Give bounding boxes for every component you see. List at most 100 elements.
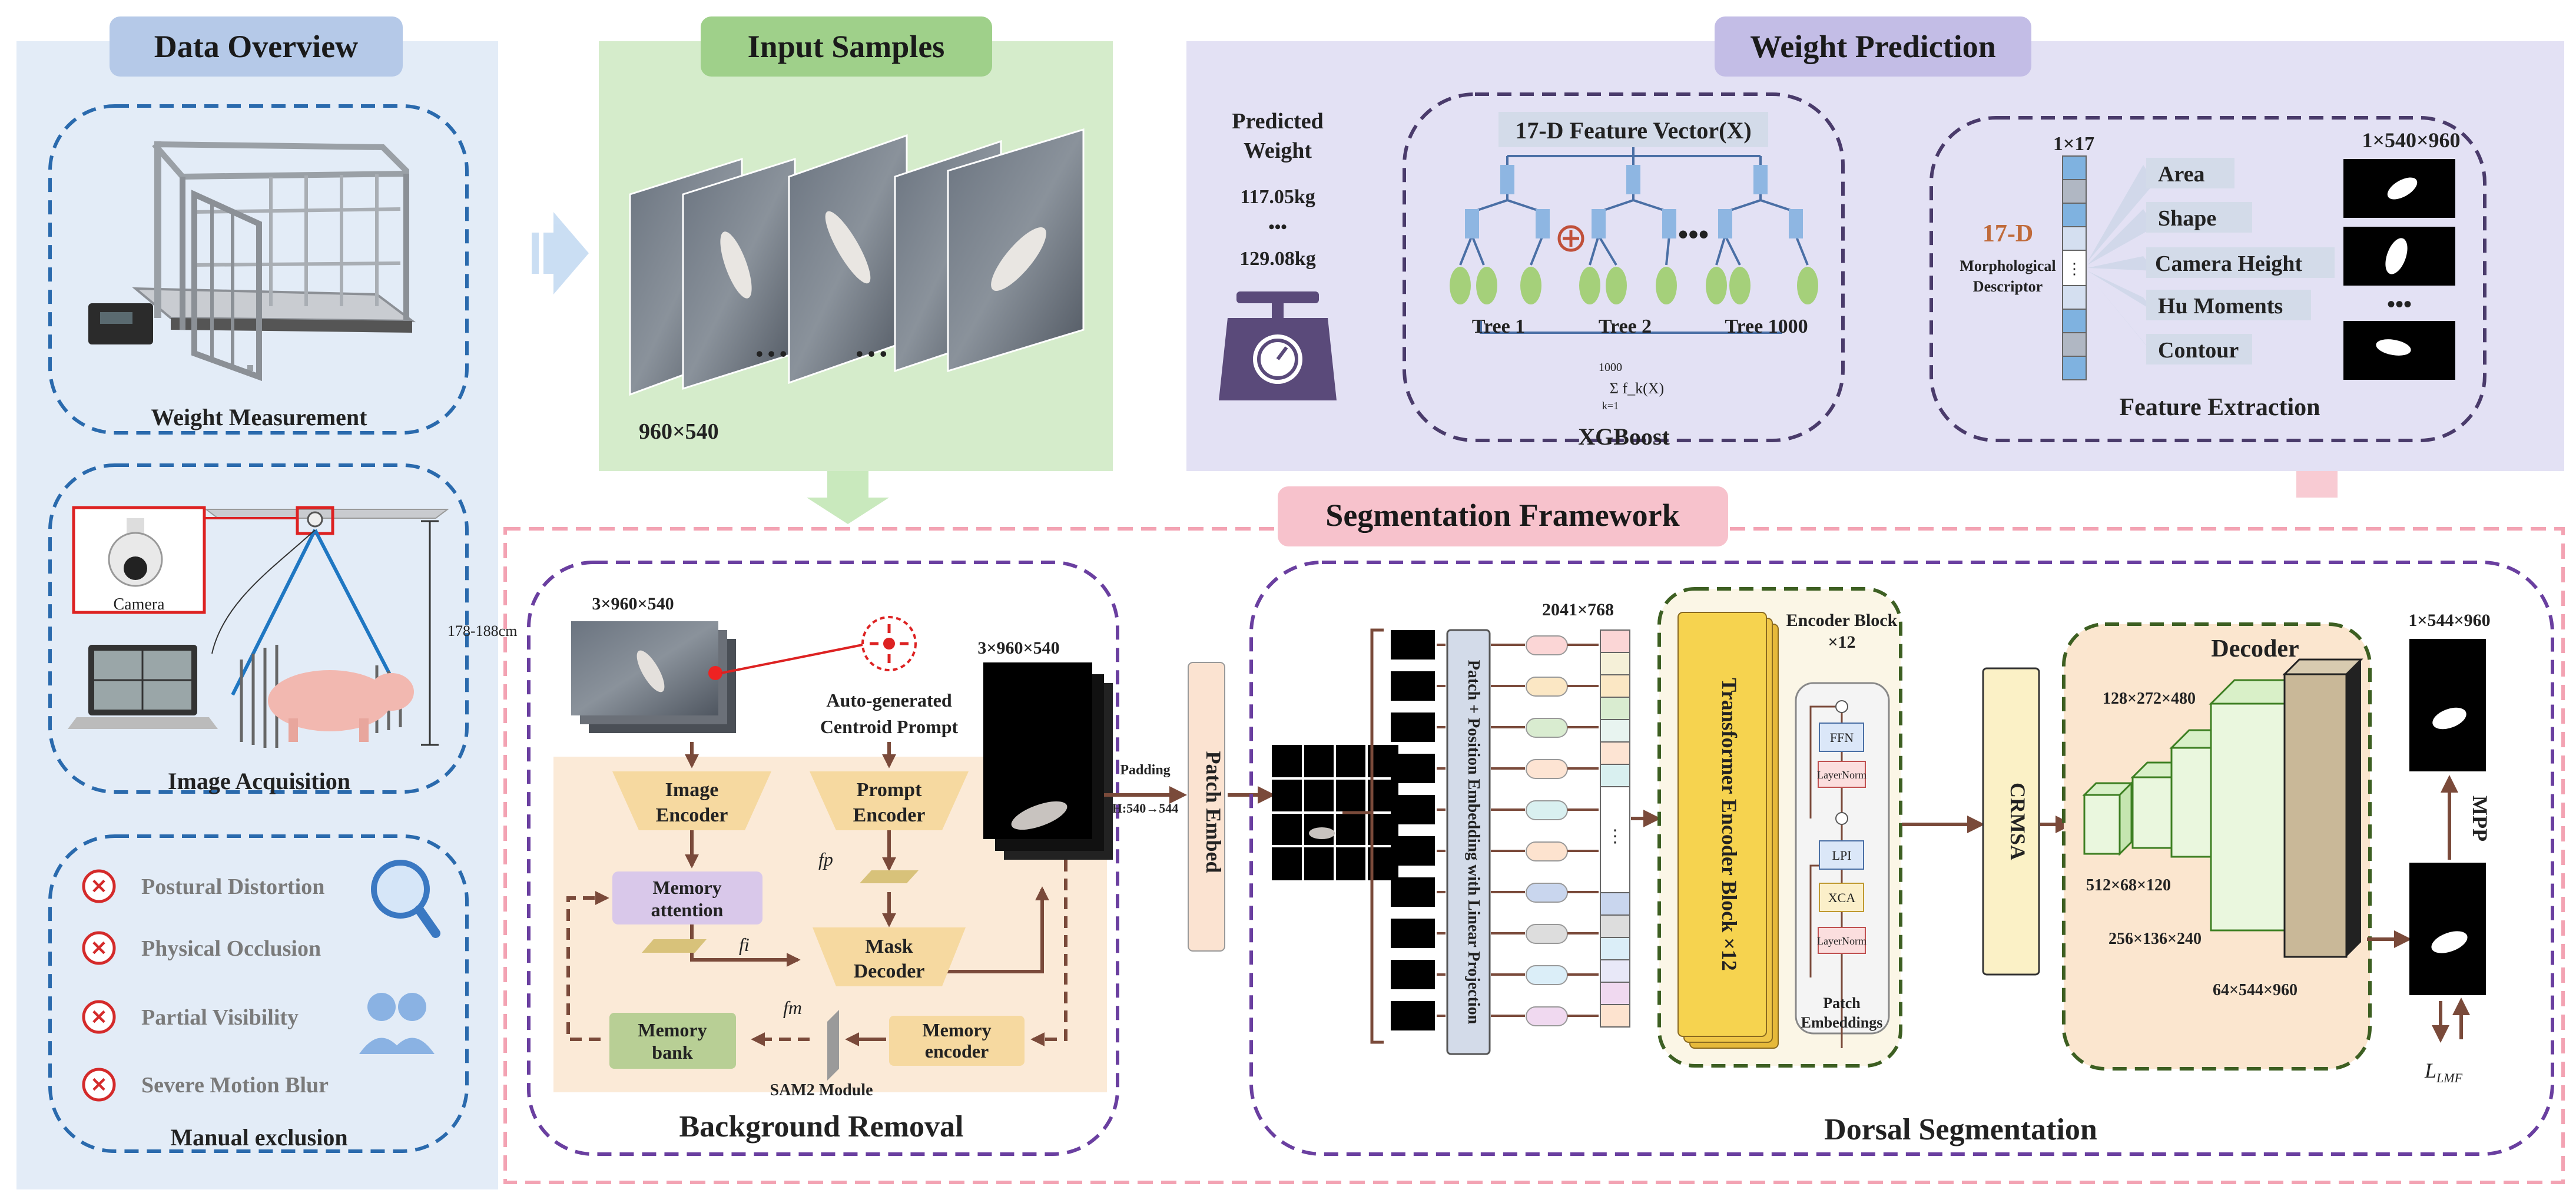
- fp-label: fp: [818, 849, 833, 870]
- svg-text:Patch + Position Embedding wit: Patch + Position Embedding with Linear P…: [1464, 660, 1483, 1025]
- memory-attention-block: Memory attention: [612, 871, 762, 924]
- plus-circle-icon: [1557, 225, 1584, 252]
- svg-text:Memory: Memory: [652, 877, 721, 898]
- svg-text:Patch: Patch: [1823, 995, 1861, 1012]
- exclusion-list: ✕ Postural Distortion ✕ Physical Occlusi…: [82, 869, 329, 1102]
- encoder-block-line1: Encoder Block: [1786, 611, 1898, 630]
- ellipsis-2: …: [854, 325, 889, 364]
- exclusion-item: ✕ Postural Distortion: [82, 869, 324, 903]
- output-mask-stack: [983, 662, 1113, 860]
- input-samples-title: Input Samples: [748, 29, 945, 64]
- crosshair-icon: [861, 616, 917, 671]
- feature-contour: Contour: [2158, 338, 2239, 363]
- descriptor-line2: Descriptor: [1973, 278, 2043, 295]
- token-column: [1600, 629, 1630, 1028]
- feature-vector-label: 17-D Feature Vector(X): [1515, 117, 1751, 144]
- feature-camera-height: Camera Height: [2155, 251, 2302, 276]
- mask-decoder-block: Mask Decoder: [813, 927, 966, 986]
- exclusion-item: ✕ Physical Occlusion: [82, 931, 321, 965]
- patch-embed-block: Patch Embed: [1188, 662, 1225, 952]
- sam2-arrows: [566, 742, 1067, 1046]
- fm-label: fm: [783, 997, 802, 1018]
- linear-projection-block: Patch + Position Embedding with Linear P…: [1446, 629, 1491, 1055]
- decoder-title: Decoder: [2211, 635, 2299, 662]
- svg-text:Encoder: Encoder: [853, 804, 926, 826]
- svg-text:Image: Image: [665, 779, 719, 801]
- xgboost-label: XGBoost: [1578, 423, 1670, 450]
- exclusion-label: Physical Occlusion: [141, 936, 321, 961]
- tree-ensemble: [1459, 147, 1809, 334]
- data-overview-panel: Data Overview Weight Measurement: [16, 16, 517, 1189]
- feature-shape: Shape: [2158, 206, 2216, 231]
- sum-lower: k=1: [1602, 400, 1619, 412]
- memory-encoder-block: Memory encoder: [889, 1016, 1025, 1066]
- dim-64: 64×544×960: [2213, 981, 2297, 999]
- weight-value-2: 129.08kg: [1239, 248, 1315, 270]
- sam2-module-label: SAM2 Module: [770, 1081, 873, 1099]
- memory-bank-block: Memory bank: [609, 1013, 736, 1069]
- lpi-layer: LPI: [1832, 848, 1852, 863]
- close-icon: ✕: [91, 1007, 108, 1029]
- input-frame-stack: [571, 621, 736, 733]
- svg-text:Decoder: Decoder: [854, 960, 925, 982]
- svg-text:bank: bank: [652, 1042, 693, 1063]
- feature-hu-moments: Hu Moments: [2158, 294, 2283, 319]
- output-dim-label: 3×960×540: [977, 638, 1059, 658]
- manual-exclusion-label: Manual exclusion: [170, 1124, 347, 1151]
- image-encoder-block: Image Encoder: [612, 771, 771, 830]
- weight-prediction-panel: Weight Prediction Predicted Weight 117.0…: [1186, 16, 2564, 471]
- output-mask-bottom: [2409, 863, 2486, 995]
- svg-text:Encoder: Encoder: [656, 804, 728, 826]
- ellipsis-1: …: [754, 325, 789, 364]
- camera-label: Camera: [113, 595, 165, 614]
- svg-text:Patch Embed: Patch Embed: [1202, 751, 1225, 873]
- people-icon: [359, 993, 435, 1054]
- projection-arrows: [1437, 644, 1446, 1017]
- mask-thumbnails: •••: [2343, 159, 2455, 380]
- weight-prediction-title: Weight Prediction: [1750, 29, 1995, 64]
- exclusion-label: Severe Motion Blur: [141, 1073, 329, 1098]
- segmentation-framework-title: Segmentation Framework: [1325, 498, 1679, 533]
- dim-512: 512×68×120: [2086, 876, 2171, 894]
- mask-dim-label: 1×540×960: [2362, 128, 2460, 152]
- embedding-pills: [1526, 635, 1568, 1026]
- image-acquisition-label: Image Acquisition: [168, 768, 350, 794]
- svg-text:CRMSA: CRMSA: [2006, 783, 2030, 860]
- svg-text:Transformer Encoder Block ×12: Transformer Encoder Block ×12: [1718, 678, 1741, 970]
- svg-text:attention: attention: [651, 899, 724, 920]
- svg-text:encoder: encoder: [925, 1040, 989, 1062]
- data-overview-title: Data Overview: [154, 29, 358, 64]
- vector-dim-label: 1×17: [2053, 133, 2094, 155]
- svg-text:Prompt: Prompt: [857, 779, 922, 801]
- scale-icon: [1219, 291, 1337, 400]
- feature-area: Area: [2158, 162, 2205, 187]
- embedding-to-token-arrows: [1567, 644, 1599, 1017]
- descriptor-17d-label: 17-D: [1982, 220, 2033, 247]
- feature-fan: [2087, 165, 2155, 356]
- tokens-dim-label: 2041×768: [1542, 600, 1614, 619]
- tree-nodes: [1465, 165, 1803, 238]
- exclusion-item: ✕ Partial Visibility: [82, 1000, 299, 1034]
- weight-measurement-label: Weight Measurement: [151, 404, 368, 430]
- prompt-encoder-block: Prompt Encoder: [810, 771, 969, 830]
- scale-cage-illustration: [88, 141, 416, 382]
- padding-label: Padding: [1120, 763, 1170, 778]
- mask-ellipsis: •••: [2387, 291, 2412, 317]
- close-icon: ✕: [91, 938, 108, 960]
- feature-extraction-label: Feature Extraction: [2120, 394, 2320, 421]
- svg-text:Embeddings: Embeddings: [1801, 1014, 1883, 1031]
- loss-label: LLMF: [2424, 1059, 2463, 1085]
- exclusion-item: ✕ Severe Motion Blur: [82, 1068, 329, 1102]
- output-mask-top: [2409, 639, 2486, 771]
- patch-sequence: [1391, 630, 1435, 1030]
- tree-leaves: [1450, 267, 1818, 304]
- predicted-weight-line1: Predicted: [1232, 109, 1323, 134]
- prompt-line1: Auto-generated: [826, 690, 952, 711]
- weight-value-1: 117.05kg: [1240, 186, 1315, 208]
- sum-expression: Σ f_k(X): [1610, 380, 1664, 397]
- exclusion-label: Postural Distortion: [141, 874, 324, 899]
- dorsal-segmentation-title: Dorsal Segmentation: [1824, 1113, 2097, 1146]
- xca-layer: XCA: [1828, 890, 1856, 905]
- close-icon: ✕: [91, 876, 108, 898]
- magnifier-icon: [371, 860, 440, 938]
